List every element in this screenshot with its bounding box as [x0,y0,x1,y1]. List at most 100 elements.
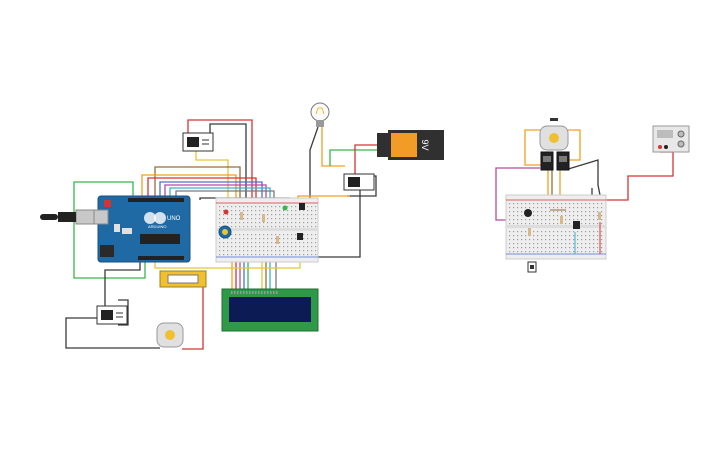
breadboard-hole [593,203,595,205]
breadboard-secondary[interactable] [505,194,607,260]
breadboard-hole [553,207,555,209]
breadboard-hole [513,223,515,225]
breadboard-hole [291,226,293,228]
light-bulb-icon [310,102,330,127]
lcd-pin [255,291,257,294]
breadboard-hole [267,226,269,228]
lcd-display[interactable] [221,288,319,332]
breadboard-hole [549,207,551,209]
breadboard-hole [573,247,575,249]
breadboard-hole [533,239,535,241]
breadboard-hole [589,215,591,217]
breadboard-hole [295,242,297,244]
breadboard-hole [223,214,225,216]
resistors-right [528,212,601,236]
breadboard-hole [267,242,269,244]
breadboard-hole [517,235,519,237]
breadboard-hole [291,242,293,244]
breadboard-hole [581,203,583,205]
breadboard-hole [553,231,555,233]
breadboard-hole [521,215,523,217]
breadboard-hole [235,218,237,220]
breadboard-hole [295,238,297,240]
breadboard-hole [577,207,579,209]
potentiometer[interactable] [218,225,232,239]
arduino-uno-board[interactable]: UNO ARDUINO [91,195,191,263]
breadboard-hole [533,231,535,233]
breadboard-hole [247,254,249,256]
transistor-1 [297,203,305,240]
breadboard-hole [565,231,567,233]
wire-red [187,119,253,200]
breadboard-hole [291,234,293,236]
breadboard-hole [287,214,289,216]
breadboard-hole [279,250,281,252]
breadboard-hole [509,247,511,249]
breadboard-hole [315,222,317,224]
reset-button[interactable] [104,200,111,207]
relay-icon[interactable] [556,151,570,171]
breadboard-hole [521,243,523,245]
breadboard-hole [291,254,293,256]
breadboard-hole [223,206,225,208]
breadboard-hole [549,239,551,241]
breadboard-hole [235,254,237,256]
breadboard-hole [565,247,567,249]
breadboard-hole [545,223,547,225]
breadboard-hole [593,207,595,209]
breadboard-hole [585,219,587,221]
breadboard-hole [239,210,241,212]
breadboard-hole [557,231,559,233]
breadboard-hole [243,242,245,244]
breadboard-hole [279,242,281,244]
breadboard-hole [283,222,285,224]
relay-battery[interactable] [343,173,375,191]
breadboard-hole [247,218,249,220]
breadboard-hole [601,223,603,225]
breadboard-hole [513,247,515,249]
relay-top[interactable] [182,132,214,152]
breadboard-hole [577,239,579,241]
breadboard-hole [251,206,253,208]
breadboard-hole [235,206,237,208]
breadboard-hole [549,215,551,217]
breadboard-hole [517,215,519,217]
breadboard-hole [533,247,535,249]
breadboard-hole [303,234,305,236]
breadboard-hole [509,215,511,217]
relay-bottom[interactable] [96,305,128,325]
breadboard-hole [509,251,511,253]
breadboard-hole [561,243,563,245]
breadboard-hole [275,238,277,240]
breadboard-hole [557,215,559,217]
breadboard-hole [597,215,599,217]
breadboard-hole [521,247,523,249]
breadboard-hole [303,250,305,252]
breadboard-hole [525,247,527,249]
breadboard-hole [601,203,603,205]
breadboard-hole [553,239,555,241]
breadboard-hole [231,218,233,220]
breadboard-hole [299,246,301,248]
breadboard-hole [513,231,515,233]
breadboard-hole [315,246,317,248]
breadboard-hole [577,231,579,233]
breadboard-hole [303,242,305,244]
breadboard-hole [263,254,265,256]
breadboard-hole [569,251,571,253]
breadboard-hole [513,203,515,205]
breadboard-hole [541,211,543,213]
pushbutton-icon[interactable] [527,261,537,273]
relay-icon[interactable] [540,151,554,171]
wire-red [354,144,380,176]
breadboard-hole [283,234,285,236]
breadboard-hole [243,218,245,220]
breadboard-hole [557,207,559,209]
breadboard-hole [223,238,225,240]
breadboard-hole [303,246,305,248]
breadboard-hole [219,214,221,216]
breadboard-hole [315,238,317,240]
sensor-module[interactable] [159,270,207,288]
breadboard-hole [287,206,289,208]
breadboard-hole [315,242,317,244]
